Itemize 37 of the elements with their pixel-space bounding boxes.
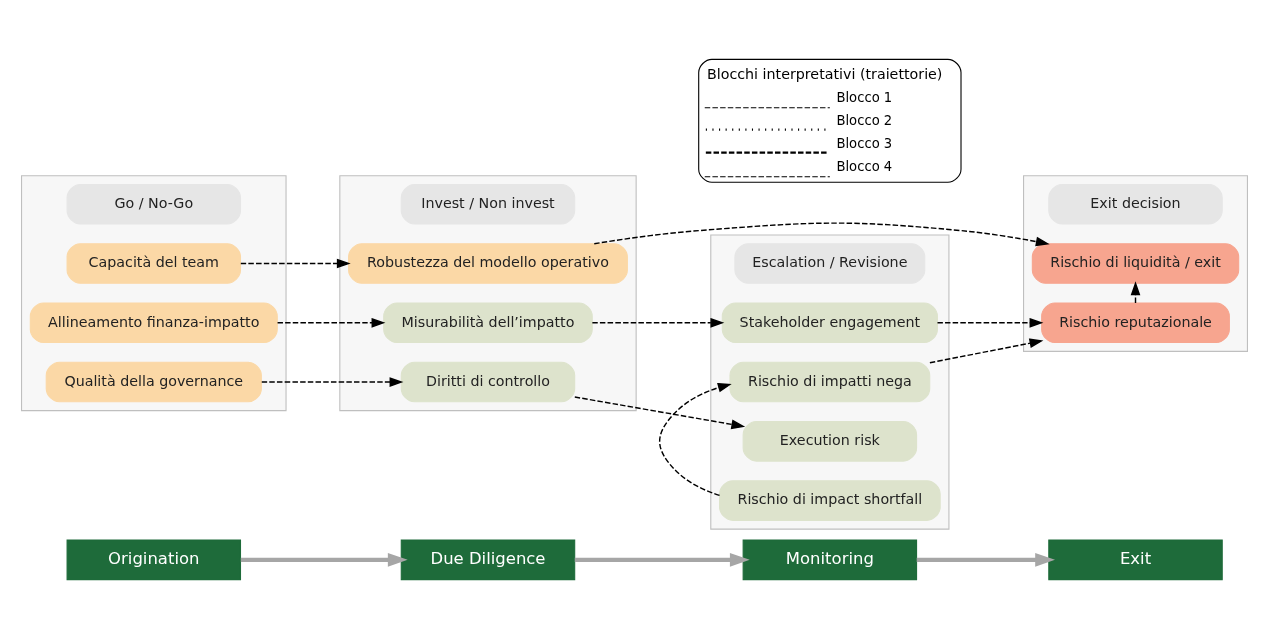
node-box: Qualità della governance xyxy=(45,361,262,403)
node-box: Execution risk xyxy=(742,421,918,462)
cluster xyxy=(1023,175,1248,352)
node-box: Capacità del team xyxy=(66,243,242,284)
legend-label: Blocco 2 xyxy=(836,112,893,128)
cluster xyxy=(21,175,287,412)
arrow xyxy=(658,383,732,497)
node-box: Rischio di liquidità / exit xyxy=(1031,243,1240,284)
arrow xyxy=(593,222,1050,247)
arrow xyxy=(929,338,1044,364)
arrow xyxy=(574,396,746,430)
arrow xyxy=(591,317,725,328)
node-box: Allineamento finanza-impatto xyxy=(29,302,278,344)
arrow xyxy=(936,317,1044,328)
arrow xyxy=(240,552,408,567)
arrow xyxy=(276,317,386,328)
arrow xyxy=(261,377,404,387)
node-box: Monitoring xyxy=(742,539,918,581)
node-box: Origination xyxy=(66,539,242,581)
node-box: Diritti di controllo xyxy=(400,361,576,403)
arrow xyxy=(240,258,351,269)
arrow xyxy=(916,552,1055,567)
node-box: Robustezza del modello operativo xyxy=(348,243,628,284)
arrow xyxy=(1130,281,1141,304)
label: Blocchi interpretativi (traiettorie) xyxy=(706,65,943,82)
node-box: Exit xyxy=(1048,539,1223,581)
node-box: Stakeholder engagement xyxy=(721,302,938,344)
node-box: Rischio di impact shortfall xyxy=(719,480,941,521)
node-box: Rischio reputazionale xyxy=(1041,302,1230,344)
cluster xyxy=(339,175,637,412)
node-box: Rischio di impatti nega xyxy=(729,361,931,403)
legend-label: Blocco 4 xyxy=(836,158,893,174)
arrow xyxy=(574,552,750,567)
node-box: Due Diligence xyxy=(400,539,576,581)
legend-label: Blocco 1 xyxy=(836,89,893,105)
legend-label: Blocco 3 xyxy=(836,135,893,151)
node-box: Misurabilità dell’impatto xyxy=(383,302,593,344)
